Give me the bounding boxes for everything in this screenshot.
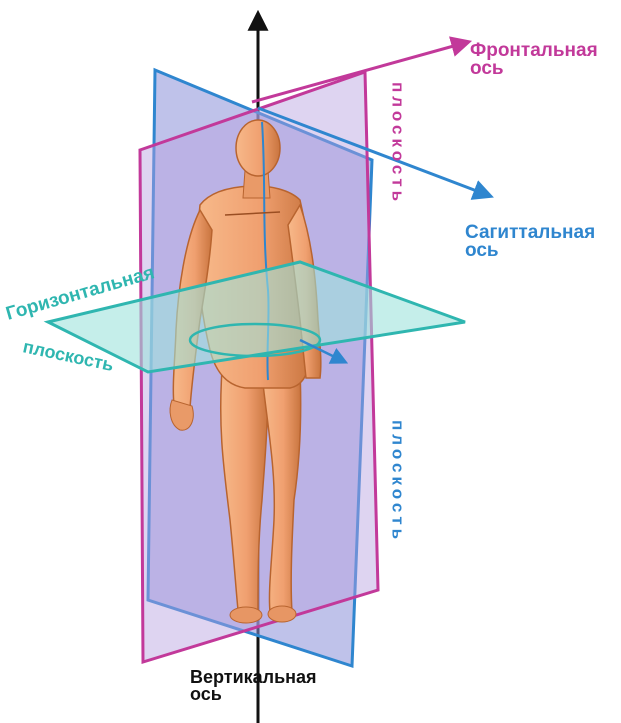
vertical-axis-label-line2: ось — [190, 684, 222, 704]
sagittal-axis-label-line2: ось — [465, 240, 499, 261]
frontal-plane-vertical-label: плоскость — [389, 82, 408, 205]
frontal-axis-label-line2: ось — [470, 58, 504, 79]
sagittal-plane-vertical-label: плоскость — [389, 420, 408, 543]
